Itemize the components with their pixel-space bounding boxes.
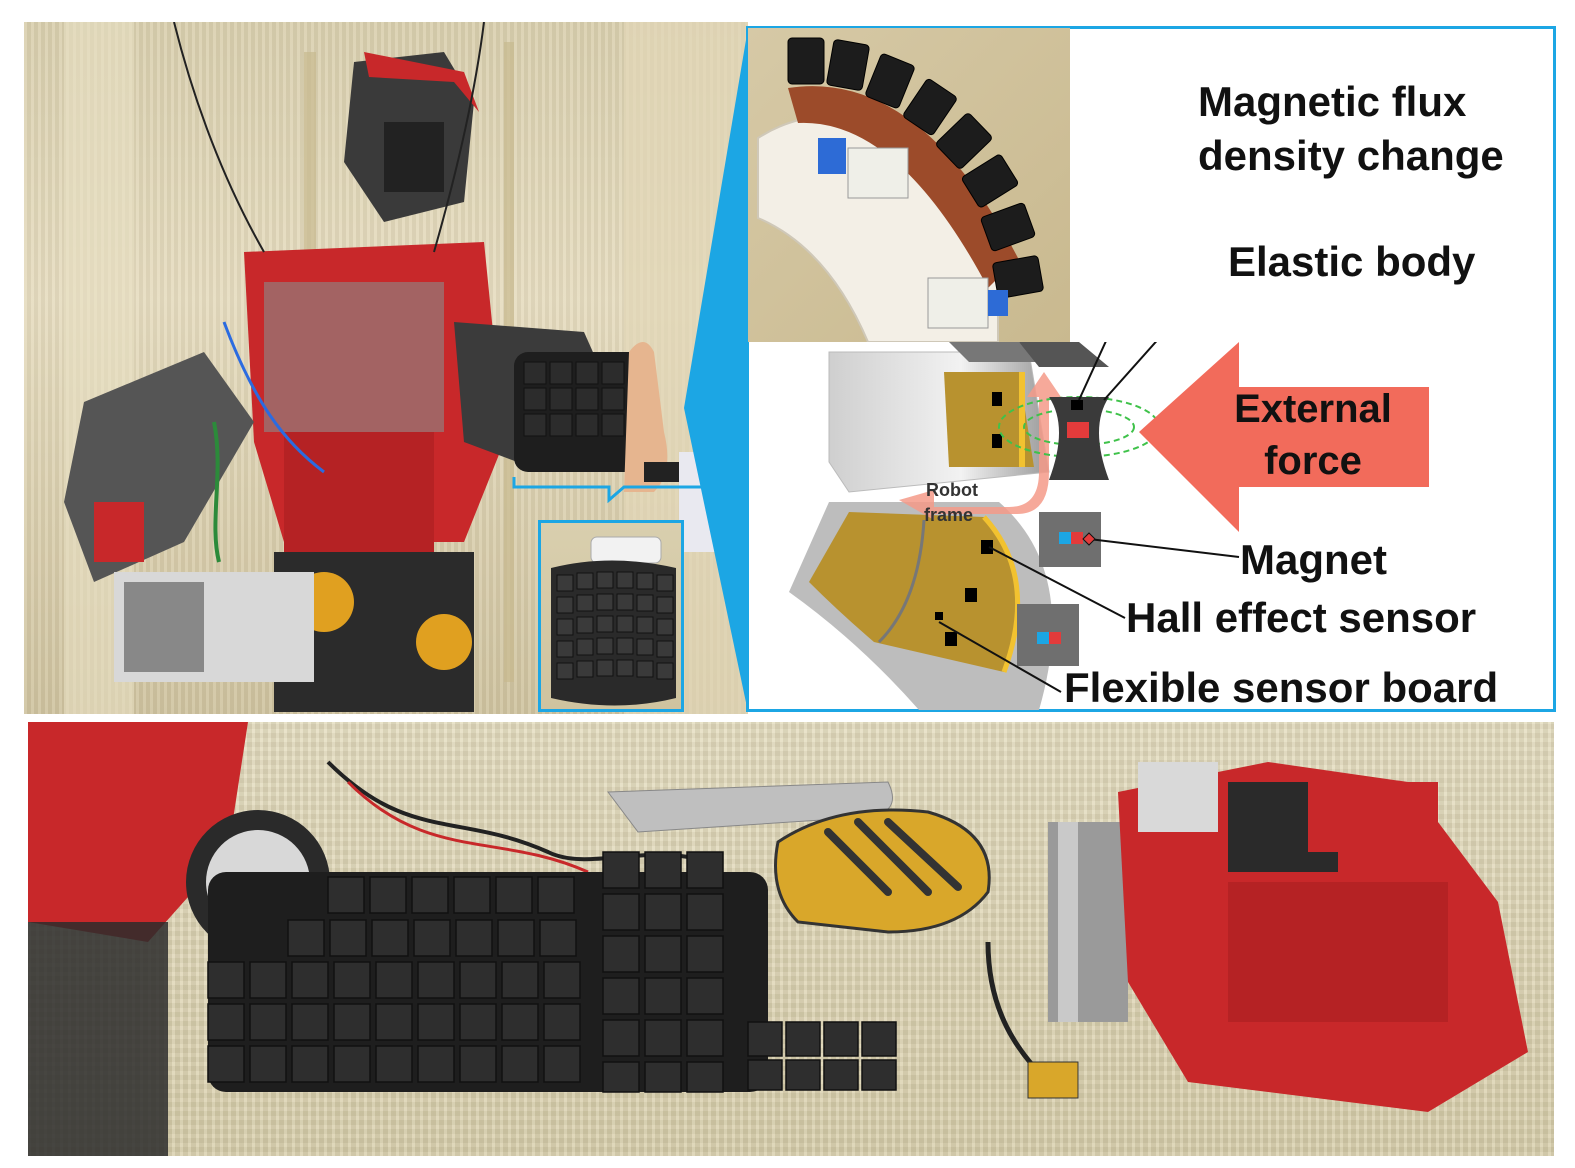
label-robot-frame-2: frame bbox=[924, 505, 974, 525]
label-external-force-1: External bbox=[1234, 387, 1392, 431]
flexible-sensor-board-lower bbox=[809, 512, 1018, 672]
arm-photo bbox=[28, 722, 1554, 1156]
hall-sensor bbox=[981, 540, 993, 554]
hall-sensor bbox=[935, 612, 943, 620]
hall-sensor bbox=[992, 434, 1002, 448]
sensor-cover-illustration bbox=[757, 37, 1044, 342]
label-external-force-2: force bbox=[1264, 439, 1362, 483]
sensor-cover-photo bbox=[748, 28, 1070, 342]
label-flexible-sensor-board: Flexible sensor board bbox=[1064, 664, 1499, 711]
sensor-grid bbox=[207, 851, 724, 1093]
sensor-schematic bbox=[789, 342, 1429, 710]
label-elastic-body: Elastic body bbox=[1228, 238, 1476, 285]
hall-sensor bbox=[992, 392, 1002, 406]
sensor-cylinder-illustration bbox=[551, 536, 676, 706]
label-magnet: Magnet bbox=[1240, 536, 1387, 583]
robot-frame-arrow bbox=[899, 372, 1061, 520]
label-robot-frame-1: Robot bbox=[926, 480, 978, 500]
hall-sensor bbox=[965, 588, 977, 602]
arm-illustration bbox=[28, 722, 1528, 1156]
robot-photo bbox=[24, 22, 748, 714]
label-magnetic-flux-1: Magnetic flux bbox=[1198, 78, 1467, 125]
callout-wedge bbox=[684, 28, 748, 712]
hall-sensor bbox=[945, 632, 957, 646]
label-magnetic-flux-2: density change bbox=[1198, 132, 1504, 179]
external-force-arrow bbox=[1139, 342, 1429, 532]
sensor-cylinder-photo bbox=[538, 520, 684, 712]
label-hall-effect-sensor: Hall effect sensor bbox=[1126, 594, 1477, 641]
robot-illustration bbox=[64, 22, 748, 714]
